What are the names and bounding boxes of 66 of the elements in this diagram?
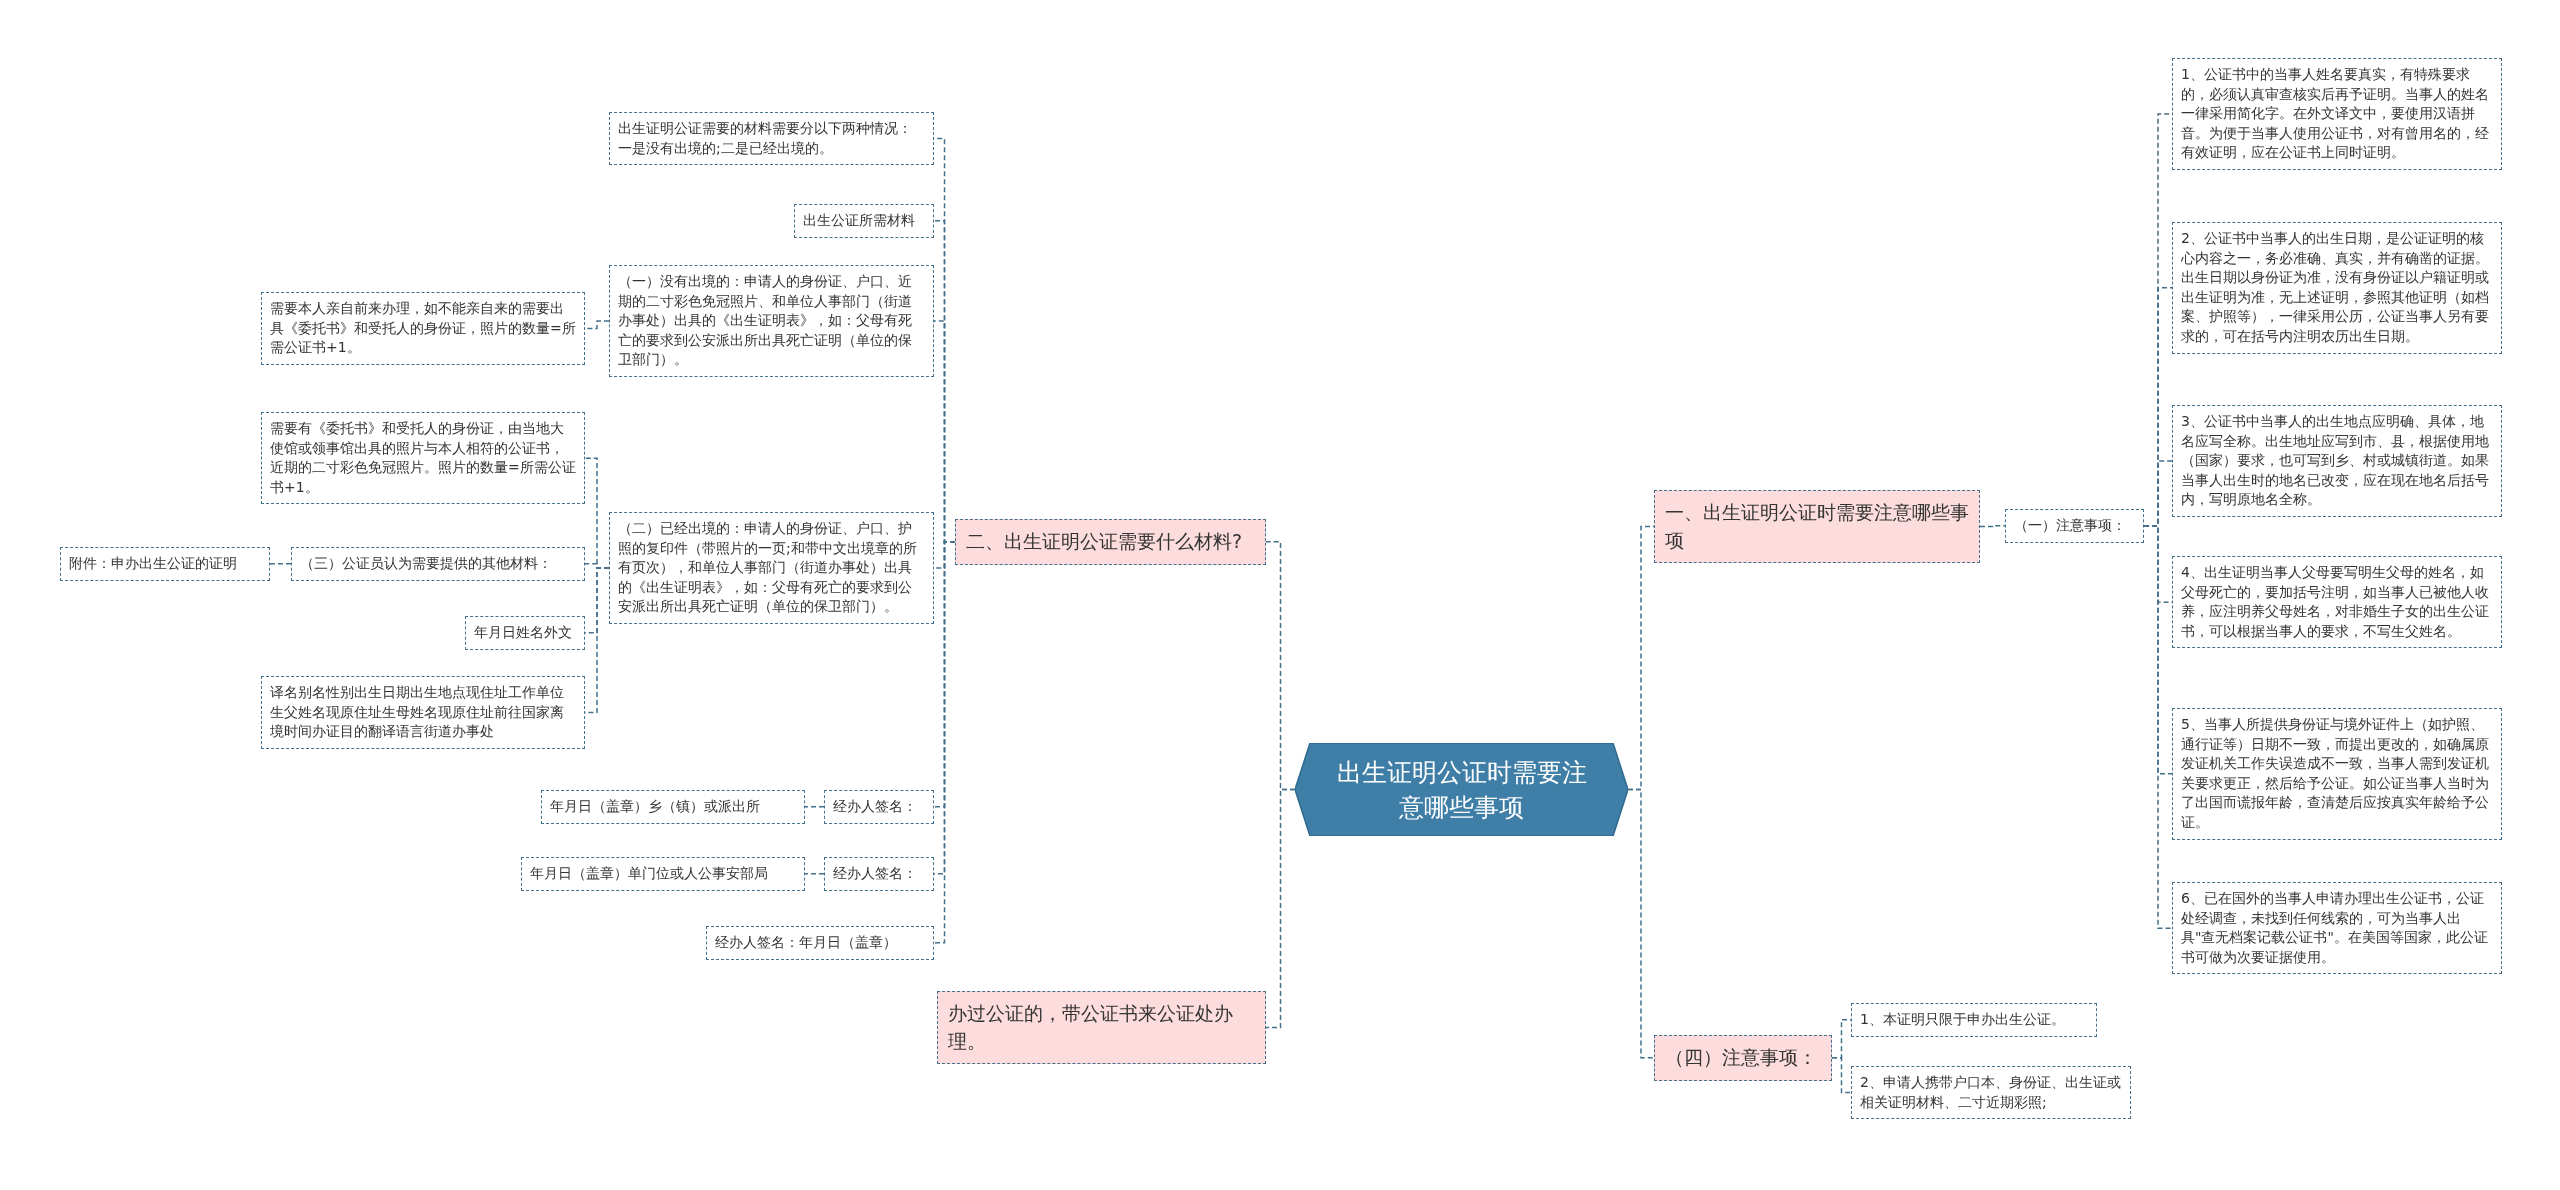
topic-text: 二、出生证明公证需要什么材料? — [966, 530, 1243, 552]
topic-text: （三）公证员认为需要提供的其他材料： — [300, 555, 552, 571]
central-topic — [1295, 743, 1628, 836]
topic-text: 5、当事人所提供身份证与境外证件上（如护照、通行证等）日期不一致，而提出更改的，如确属原发证机关工作失误造成不一致，当事人需到发证机关要求更正，然后给予公证。如公证当事人当时为了出国而谎报年龄，查清楚后应按真实年龄给予公证。 — [2181, 716, 2489, 830]
subtopic-box — [794, 204, 934, 238]
connector-line — [1979, 525, 2006, 528]
connector-line — [269, 563, 292, 565]
topic-text: 6、已在国外的当事人申请办理出生公证书，公证处经调查，未找到任何线索的，可为当事人出具"查无档案记载公证书"。在美国等国家，此公证书可做为次要证据使用。 — [2181, 890, 2488, 965]
connector-line — [804, 873, 825, 875]
topic-text: 2、申请人携带户口本、身份证、出生证或相关证明材料、二寸近期彩照; — [1860, 1074, 2121, 1110]
topic-text: 2、公证书中当事人的出生日期，是公证证明的核心内容之一，务必准确、真实，并有确凿的证据。出生日期以身份证为准，没有身份证以户籍证明或出生证明为准，无上述证明，参照其他证明（如档案、护照等），一律采用公历，公证当事人另有要求的，可在括号内注明农历出生日期。 — [2181, 230, 2489, 344]
topic-text: 需要本人亲自前来办理，如不能亲自来的需要出具《委托书》和受托人的身份证，照片的数量=所需公证书+1。 — [270, 300, 576, 356]
topic-text: 经办人签名：年月日（盖章） — [715, 934, 897, 950]
topic-text: 1、本证明只限于申办出生公证。 — [1860, 1011, 2065, 1027]
subtopic-box — [521, 857, 805, 891]
subtopic-box — [1851, 1003, 2097, 1037]
topic-box — [1654, 490, 1980, 564]
subtopic-box — [609, 512, 934, 624]
subtopic-box — [824, 857, 934, 891]
subtopic-box — [261, 292, 585, 365]
topic-text: 4、出生证明当事人父母要写明生父母的姓名，如父母死亡的，要加括号注明，如当事人已被他人收养，应注明养父母姓名，对非婚生子女的出生公证书，可以根据当事人的要求，不写生父姓名。 — [2181, 564, 2489, 639]
topic-box — [1654, 1035, 1832, 1081]
subtopic-box — [2172, 882, 2502, 975]
topic-text: 办过公证的，带公证书来公证处办理。 — [948, 1002, 1233, 1052]
connector-line — [1831, 1057, 1852, 1094]
subtopic-box — [706, 926, 934, 960]
topic-text: 出生证明公证时需要注意哪些事项 — [1335, 756, 1588, 824]
topic-box — [937, 991, 1266, 1065]
topic-text: 年月日（盖章）乡（镇）或派出所 — [550, 798, 760, 814]
subtopic-box — [261, 676, 585, 749]
subtopic-box — [1851, 1066, 2131, 1120]
connector-line — [584, 320, 610, 330]
subtopic-box — [2172, 405, 2502, 517]
topic-text: （一）没有出境的：申请人的身份证、户口、近期的二寸彩色免冠照片、和单位人事部门（街道办事处）出具的《出生证明表》，如：父母有死亡的要求到公安派出所出具死亡证明（单位的保卫部门）。 — [618, 273, 912, 368]
subtopic-box — [2005, 509, 2144, 543]
topic-text: 3、公证书中当事人的出生地点应明确、具体，地名应写全称。出生地址应写到市、县，根据使用地（国家）要求，也可写到乡、村或城镇街道。如果当事人出生时的地名已改变，应在现在地名后括号内，写明原地名全称。 — [2181, 413, 2489, 508]
subtopic-box — [609, 265, 934, 377]
subtopic-box — [824, 790, 934, 824]
topic-text: 1、公证书中的当事人姓名要真实，有特殊要求的，必须认真审查核实后再予证明。当事人的姓名一律采用简化字。在外文译文中，要使用汉语拼音。为便于当事人使用公证书，对有曾用名的，经有效证明，应在公证书上同时证明。 — [2181, 66, 2489, 161]
subtopic-box — [609, 112, 934, 166]
topic-text: 年月日（盖章）单门位或人公事安部局 — [530, 865, 768, 881]
subtopic-box — [465, 616, 585, 650]
topic-text: 译名别名性别出生日期出生地点现住址工作单位生父姓名现原住址生母姓名现原住址前往国家离境时间办证目的翻译语言街道办事处 — [270, 684, 564, 740]
topic-text: 附件：申办出生公证的证明 — [69, 555, 237, 571]
connector-line — [804, 806, 825, 808]
connector-line — [1627, 788, 1655, 1059]
subtopic-box — [60, 547, 270, 581]
subtopic-box — [2172, 708, 2502, 840]
topic-text: 出生公证所需材料 — [803, 212, 915, 228]
topic-text: 经办人签名： — [833, 865, 917, 881]
topic-text: 年月日姓名外文 — [474, 624, 572, 640]
topic-text: 出生证明公证需要的材料需要分以下两种情况：一是没有出境的;二是已经出境的。 — [618, 120, 912, 156]
subtopic-box — [291, 547, 585, 581]
topic-text: 一、出生证明公证时需要注意哪些事项 — [1665, 501, 1969, 551]
topic-text: （四）注意事项： — [1665, 1046, 1817, 1068]
topic-text: 经办人签名： — [833, 798, 917, 814]
subtopic-box — [541, 790, 805, 824]
subtopic-box — [2172, 58, 2502, 170]
subtopic-box — [2172, 556, 2502, 649]
topic-text: （一）注意事项： — [2014, 517, 2126, 533]
subtopic-box — [261, 412, 585, 505]
topic-box — [955, 519, 1266, 565]
connector-line — [1265, 788, 1296, 1029]
topic-text: （二）已经出境的：申请人的身份证、户口、护照的复印件（带照片的一页;和带中文出境章的所有页次），和单位人事部门（街道办事处）出具的《出生证明表》，如：父母有死亡的要求到公安派出所出具死亡证明（单位的保卫部门）。 — [618, 520, 917, 615]
subtopic-box — [2172, 222, 2502, 354]
topic-text: 需要有《委托书》和受托人的身份证，由当地大使馆或领事馆出具的照片与本人相符的公证书，近期的二寸彩色免冠照片。照片的数量=所需公证书+1。 — [270, 420, 576, 495]
